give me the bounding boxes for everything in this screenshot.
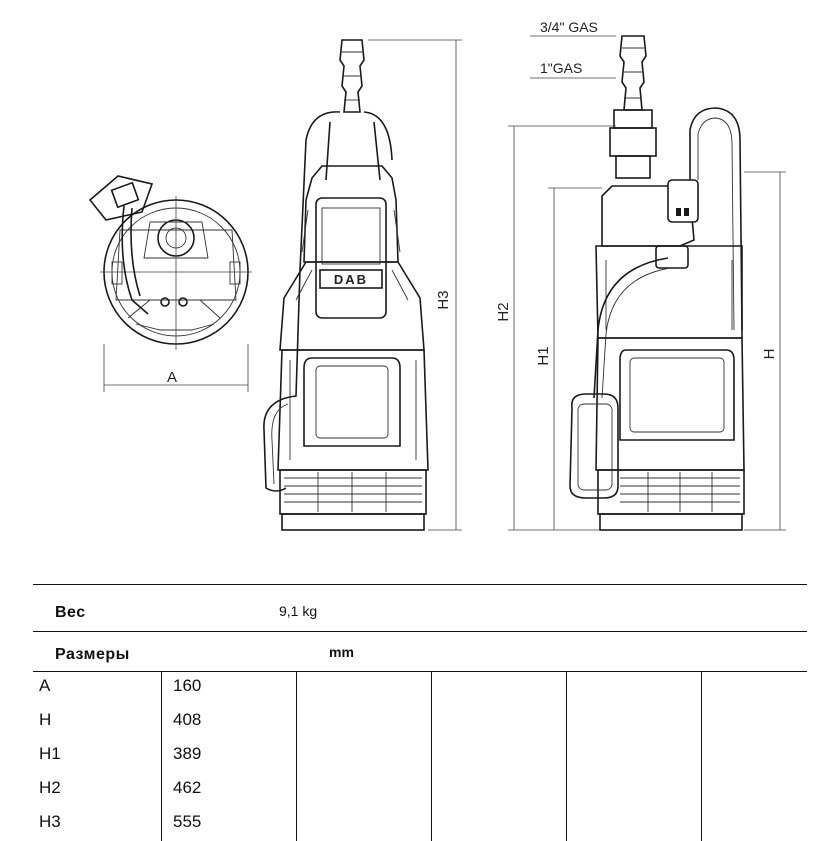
gas-1-label: 1"GAS: [540, 60, 582, 76]
pump-side-view: 3/4" GAS 1"GAS: [495, 19, 786, 531]
column-divider: [431, 671, 432, 841]
dimensions-label: Размеры: [55, 646, 130, 663]
column-divider: [566, 671, 567, 841]
dimension-h2-label: H2: [495, 302, 512, 321]
row-name: H3: [39, 812, 61, 831]
brand-logo: DAB: [334, 272, 368, 287]
table-rule-weight: [33, 631, 807, 632]
weight-label: Вес: [55, 604, 86, 621]
pump-technical-drawing: A DAB: [88, 19, 786, 531]
column-divider: [701, 671, 702, 841]
dimension-h3-label: H3: [435, 290, 452, 309]
weight-value: 9,1 kg: [279, 603, 318, 619]
row-value: 160: [173, 676, 202, 695]
table-rule-top: [33, 584, 807, 585]
column-divider: [296, 671, 297, 841]
row-name: A: [39, 676, 51, 695]
row-value: 389: [173, 744, 202, 763]
pump-top-view: A: [88, 175, 252, 392]
row-value: 462: [173, 778, 202, 797]
dimension-h1-label: H1: [535, 346, 552, 365]
row-value: 555: [173, 812, 202, 831]
row-value: 408: [173, 710, 202, 729]
gas-3-4-label: 3/4" GAS: [540, 19, 598, 35]
pump-front-view: DAB H3: [263, 39, 462, 531]
dimension-a-label: A: [167, 369, 177, 386]
dimension-h-label: H: [761, 349, 778, 360]
row-name: H: [39, 710, 52, 729]
row-name: H2: [39, 778, 61, 797]
column-divider: [161, 671, 162, 841]
table-rule-header: [33, 671, 807, 672]
unit-label: mm: [329, 644, 354, 660]
row-name: H1: [39, 744, 61, 763]
